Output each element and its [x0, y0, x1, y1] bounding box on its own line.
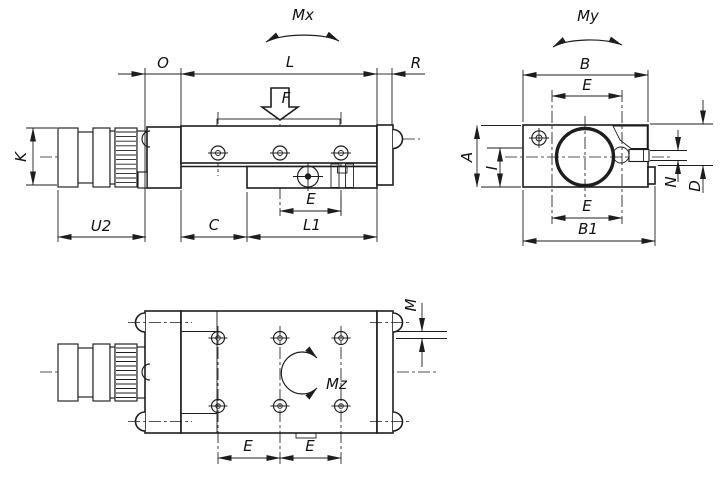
dim-label-k: K	[12, 151, 30, 162]
dim-label-d: D	[686, 180, 704, 192]
dim-label-m: M	[402, 298, 420, 311]
dim-a-i: A I	[458, 125, 523, 188]
plan-knurl-2	[92, 343, 111, 402]
dim-label-c: C	[209, 216, 220, 234]
dim-label-e-plan-right: E	[305, 437, 315, 455]
end-view: My B E A I E B1	[458, 7, 713, 246]
my-moment-arrow	[552, 36, 623, 48]
scale-ticks	[116, 131, 136, 184]
table-top-hatch-strip	[216, 118, 341, 127]
side-clamp-piece	[647, 166, 656, 185]
base-clamp-hole	[293, 162, 323, 191]
micrometer-body	[146, 126, 182, 189]
mx-moment-arrow	[265, 31, 340, 43]
dim-n-d: N D	[650, 100, 713, 193]
dim-label-b1: B1	[578, 220, 598, 238]
plan-mounting-holes	[208, 330, 351, 414]
threaded-hole-section	[330, 163, 354, 188]
base-block	[246, 165, 378, 189]
dim-label-b: B	[580, 55, 590, 73]
dim-b-e-top: B E	[522, 55, 649, 122]
dim-label-l: L	[286, 53, 294, 71]
knurl-grip-1	[57, 127, 79, 188]
dim-m: M	[396, 298, 447, 367]
plan-end-cap	[376, 310, 394, 434]
dim-label-r: R	[411, 54, 421, 72]
dim-label-e-side: E	[306, 190, 316, 208]
dim-label-a: A	[458, 152, 476, 163]
dim-label-e-top: E	[582, 76, 592, 94]
plan-clamp-block	[144, 310, 182, 434]
dim-label-l1: L1	[303, 216, 321, 234]
dim-e-b1-bottom: E B1	[522, 186, 656, 246]
plan-spacer-ring	[77, 347, 94, 398]
table-screw-holes	[208, 145, 351, 161]
plan-table-plate	[180, 310, 378, 434]
plan-view: Mz M E E	[40, 298, 447, 464]
force-arrow-icon	[259, 87, 301, 121]
dim-label-f: F	[282, 89, 291, 107]
end-plate	[376, 124, 394, 186]
dim-label-u2: U2	[91, 217, 112, 235]
plan-bottom-notch	[295, 432, 317, 439]
dim-label-e-bottom: E	[582, 197, 592, 215]
dim-label-i: I	[483, 165, 501, 170]
spindle-tip-arc	[141, 130, 151, 148]
dim-e-e-plan: E E	[217, 437, 342, 461]
plan-collar-ring	[109, 346, 116, 399]
plan-spindle-arc	[141, 363, 151, 381]
dim-label-mx: Mx	[292, 6, 314, 24]
knurl-grip-2	[92, 127, 111, 188]
dim-label-o: O	[157, 54, 169, 72]
set-screw	[612, 146, 650, 164]
plan-knurl-1	[57, 343, 79, 402]
plan-scale-ticks	[116, 347, 136, 398]
dim-label-n: N	[662, 176, 680, 187]
dim-label-e-plan-left: E	[243, 437, 253, 455]
spindle-dome-end	[392, 128, 404, 150]
side-view: F Mx O L R K	[12, 6, 425, 242]
moving-table	[180, 125, 378, 164]
corner-section-hatch	[612, 125, 648, 149]
spacer-ring	[77, 131, 94, 184]
dim-chain-bottom: U2 C E L1	[57, 190, 378, 242]
dim-label-mz: Mz	[326, 375, 348, 393]
dim-k: K	[12, 127, 57, 186]
collar-ring	[109, 130, 116, 185]
body-tab	[137, 171, 148, 189]
end-view-screw-hole	[529, 128, 549, 148]
dim-label-my: My	[577, 7, 600, 25]
dim-chain-o-l-r: O L R	[118, 53, 425, 242]
mz-moment-arrow	[280, 346, 318, 400]
